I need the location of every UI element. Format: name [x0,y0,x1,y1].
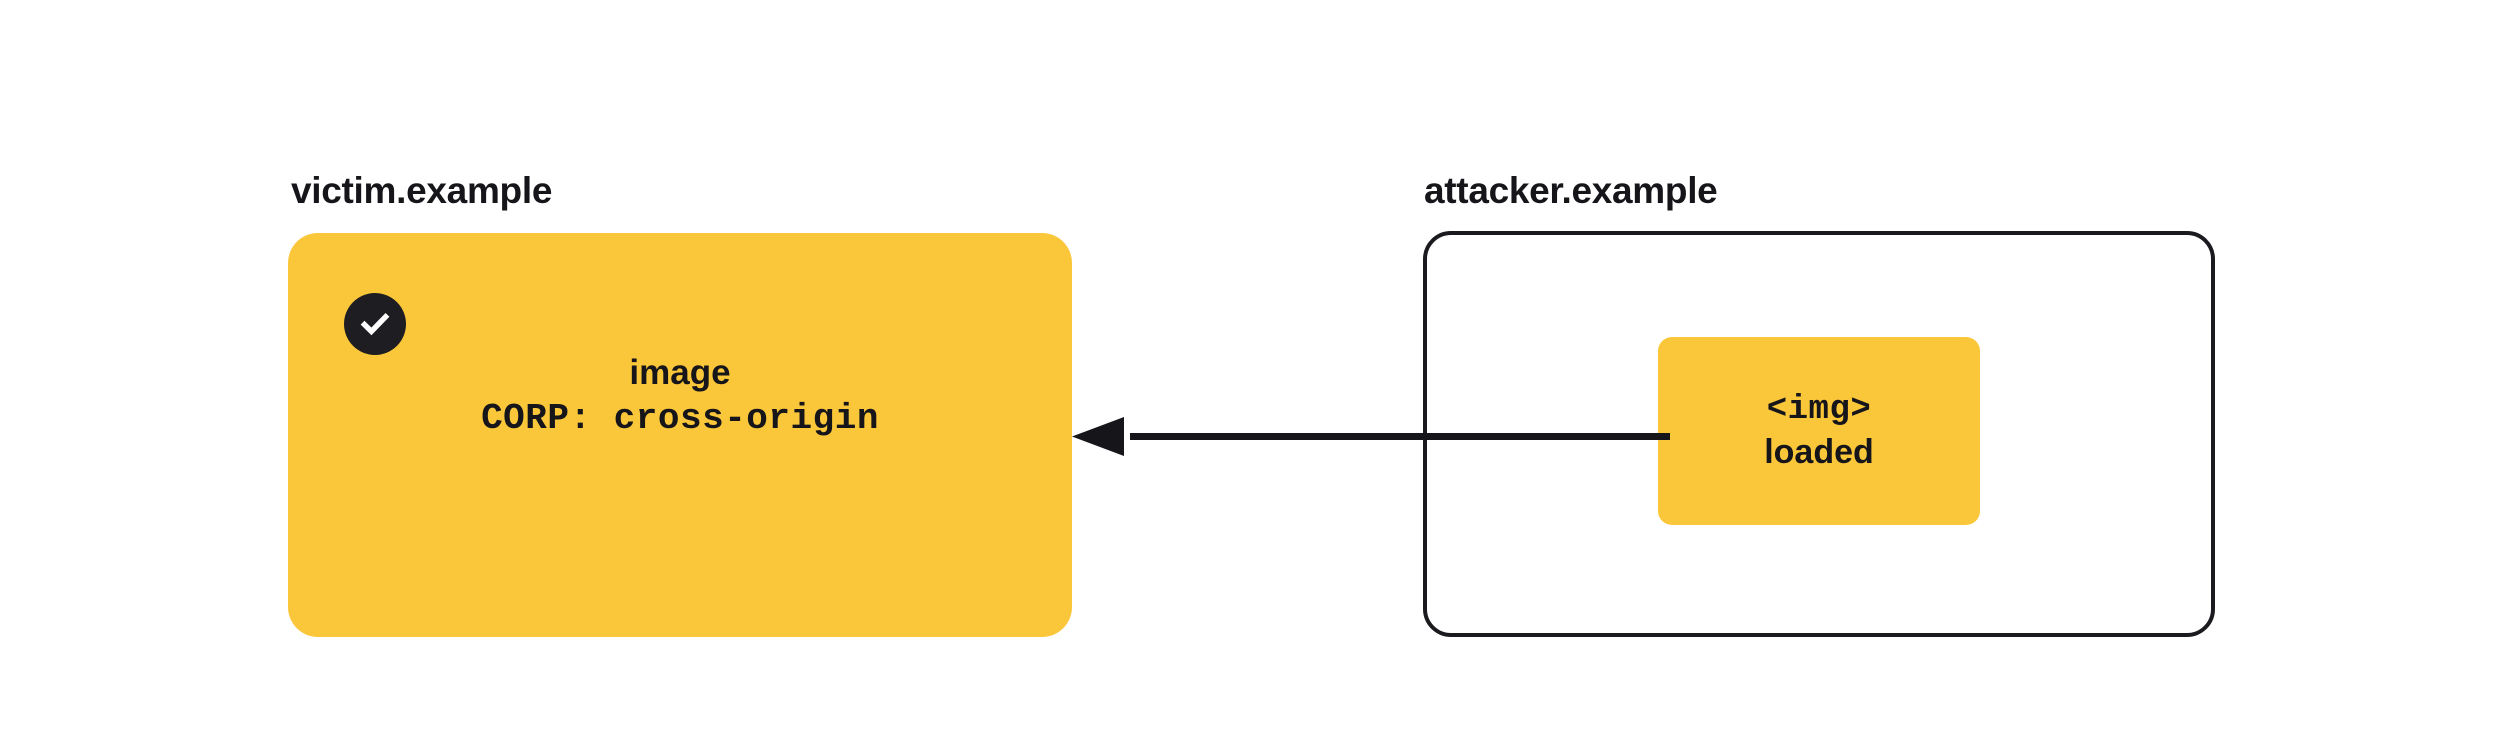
img-tag-label: <img> [1766,391,1872,429]
request-arrow [1060,406,1670,468]
attacker-origin-label: attacker.example [1424,170,1718,211]
resource-name: image [629,353,731,392]
victim-resource-box: image CORP: cross-origin [288,233,1072,637]
resource-corp-header: CORP: cross-origin [481,398,879,439]
img-element-chip: <img> loaded [1658,337,1980,525]
img-state-label: loaded [1764,433,1874,471]
victim-resource-text: image CORP: cross-origin [288,351,1072,443]
check-circle-icon [344,293,406,355]
victim-origin-label: victim.example [291,170,553,211]
